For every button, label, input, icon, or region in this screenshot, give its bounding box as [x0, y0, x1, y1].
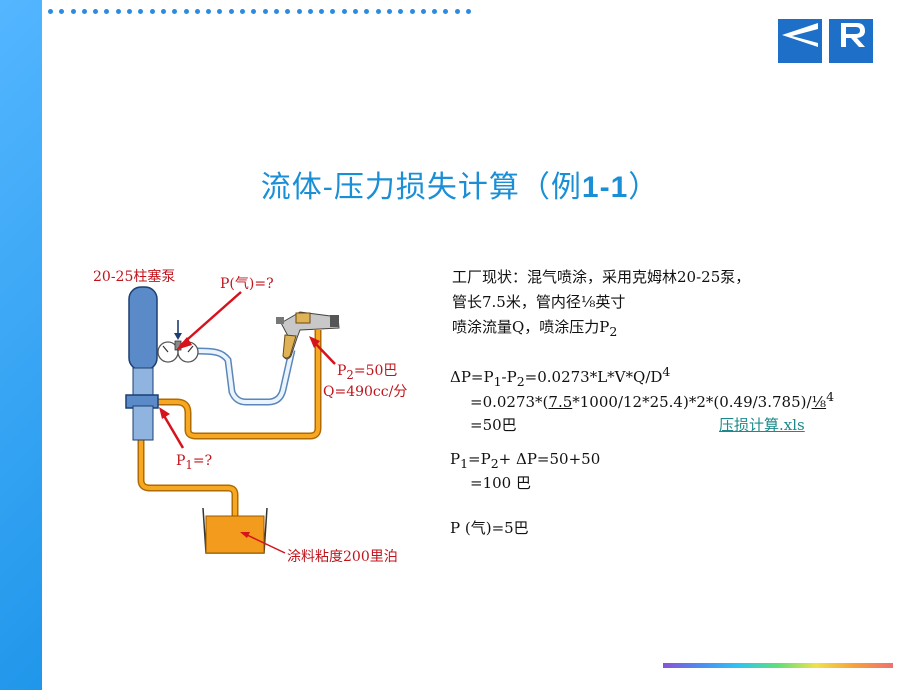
- paint-viscosity-label: 涂料粘度200里泊: [287, 549, 398, 565]
- rainbow-bar: [663, 663, 893, 668]
- decorative-dot: [409, 9, 415, 14]
- line3-text: 喷涂流量Q，喷涂压力P: [452, 318, 610, 336]
- kremlin-logo-text: KREMLIN: [779, 70, 814, 79]
- rexson-logo-icon: REXSON: [829, 19, 873, 79]
- f2-length: 7.5: [548, 393, 573, 411]
- f1-sub-1: 1: [493, 374, 502, 389]
- decorative-dot: [93, 9, 99, 14]
- decorative-dot: [341, 9, 347, 14]
- decorative-dot: [138, 9, 144, 14]
- p1-value: =?: [192, 453, 213, 469]
- decorative-dot: [296, 9, 302, 14]
- p1-subscript: 1: [185, 457, 193, 472]
- formula-5: =100 巴: [470, 474, 531, 492]
- decorative-dot: [443, 9, 449, 14]
- pressure-loss-xls-link[interactable]: 压损计算.xls: [719, 416, 805, 434]
- decorative-dot: [228, 9, 234, 14]
- f1-part-b: -P: [501, 368, 517, 386]
- p2-label: P2=50巴: [337, 360, 397, 382]
- decorative-dot: [81, 9, 87, 14]
- f4-part-a: P: [450, 450, 461, 468]
- decorative-dot: [330, 9, 336, 14]
- decorative-dot: [364, 9, 370, 14]
- decorative-dot: [285, 9, 291, 14]
- p2-subscript: 2: [346, 367, 354, 382]
- f1-sup: 4: [662, 364, 671, 379]
- decorative-dot: [465, 9, 471, 14]
- decorative-dot: [251, 9, 257, 14]
- formula-4: P1=P2+ ΔP=50+50: [450, 450, 600, 471]
- decorative-dot: [127, 9, 133, 14]
- air-pressure-label: P(气)=?: [220, 276, 274, 292]
- f4-part-b: =P: [468, 450, 491, 468]
- decorative-dot: [307, 9, 313, 14]
- situation-line-2: 管长7.5米，管内径⅛英寸: [452, 293, 626, 311]
- decorative-dot: [262, 9, 268, 14]
- f1-part-c: =0.0273*L*V*Q/D: [524, 368, 663, 386]
- decorative-dot: [160, 9, 166, 14]
- decorative-dot: [194, 9, 200, 14]
- decorative-dot: [432, 9, 438, 14]
- header-panel: [42, 0, 920, 127]
- f2-sup: 4: [826, 389, 835, 404]
- situation-line-3: 喷涂流量Q，喷涂压力P2: [452, 316, 617, 339]
- decorative-dots: [48, 9, 471, 14]
- formula-3: =50巴: [470, 416, 517, 434]
- pump-label: 20-25柱塞泵: [93, 269, 176, 285]
- p2-value: =50巴: [353, 363, 398, 379]
- decorative-dot: [59, 9, 65, 14]
- f4-sub-2: 2: [490, 456, 499, 471]
- f1-sub-2: 2: [516, 374, 525, 389]
- f2-part-a: =0.0273*(: [470, 393, 549, 411]
- decorative-dot: [183, 9, 189, 14]
- decorative-dot: [115, 9, 121, 14]
- p1-symbol: P: [176, 453, 186, 469]
- formula-1: ΔP=P1-P2=0.0273*L*V*Q/D4: [450, 364, 670, 389]
- decorative-dot: [149, 9, 155, 14]
- page-title: 流体-压力损失计算（例1-1）: [0, 162, 920, 206]
- rexson-logo-text: REXSON: [833, 70, 865, 79]
- f4-sub-1: 1: [460, 456, 469, 471]
- f2-part-c: *1000/12*25.4)*2*(0.49/3.785)/: [572, 393, 812, 411]
- decorative-dot: [353, 9, 359, 14]
- f4-part-c: + ΔP=50+50: [498, 450, 601, 468]
- title-number: 1-1: [581, 171, 629, 204]
- flow-label: Q=490cc/分: [323, 384, 408, 400]
- decorative-dot: [420, 9, 426, 14]
- p2-symbol: P: [337, 363, 347, 379]
- situation-line-1: 工厂现状：混气喷涂，采用克姆林20-25泵，: [452, 268, 751, 286]
- decorative-dot: [273, 9, 279, 14]
- decorative-dot: [172, 9, 178, 14]
- p1-label: P1=?: [176, 453, 212, 472]
- decorative-dot: [104, 9, 110, 14]
- title-text: 流体-压力损失计算（例: [260, 170, 582, 205]
- decorative-dot: [240, 9, 246, 14]
- formula-2: =0.0273*(7.5*1000/12*25.4)*2*(0.49/3.785…: [470, 389, 834, 411]
- decorative-dot: [454, 9, 460, 14]
- decorative-dot: [375, 9, 381, 14]
- line3-subscript: 2: [609, 324, 618, 339]
- decorative-dot: [206, 9, 212, 14]
- decorative-dot: [398, 9, 404, 14]
- title-paren: ）: [628, 170, 660, 205]
- formula-6: P (气)=5巴: [450, 519, 529, 537]
- kremlin-logo-icon: KREMLIN: [778, 19, 822, 79]
- decorative-dot: [48, 9, 53, 14]
- f2-diameter: ⅛: [811, 393, 827, 411]
- f1-part-a: ΔP=P: [450, 368, 494, 386]
- decorative-dot: [386, 9, 392, 14]
- spray-gun-icon: [276, 311, 340, 360]
- decorative-dot: [217, 9, 223, 14]
- decorative-dot: [319, 9, 325, 14]
- decorative-dot: [70, 9, 76, 14]
